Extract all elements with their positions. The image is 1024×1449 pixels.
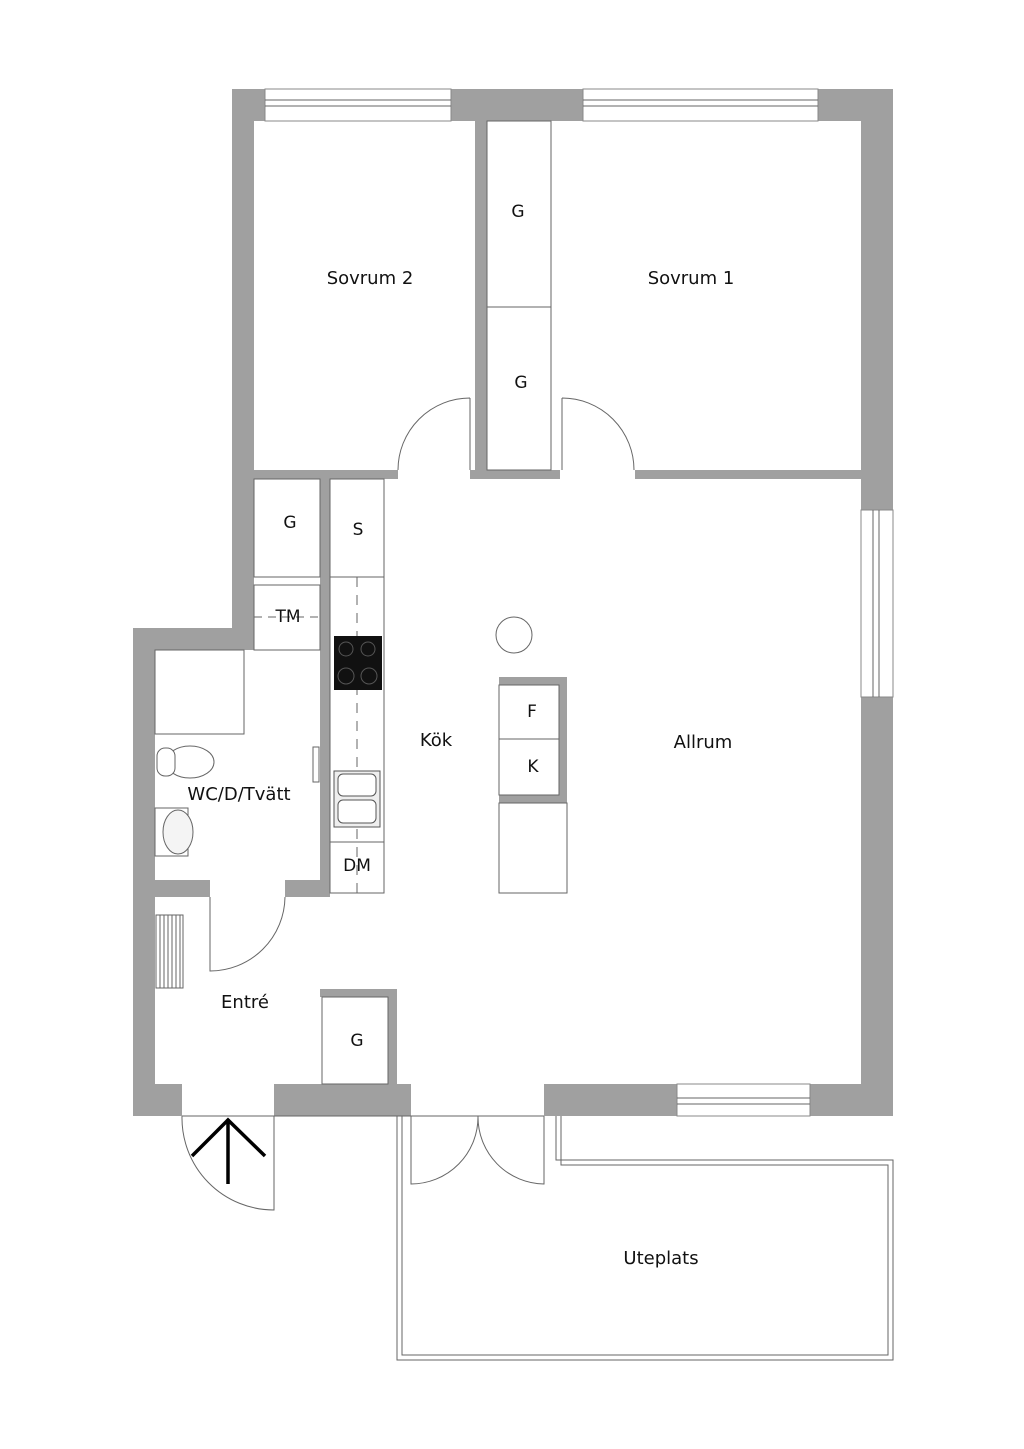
room-label-sovrum2: Sovrum 2 [327,268,414,289]
windows [264,88,894,1117]
closet-label: G [514,373,527,393]
tm-label: TM [274,607,300,627]
closet-label: G [511,202,524,222]
washbasin-icon [162,809,194,855]
terrace-outline [396,1116,894,1361]
doors [181,397,635,1211]
dishwasher-label: DM [343,856,371,876]
lamp-icon [495,616,533,654]
freezer-label: K [527,757,539,777]
entrance-arrow-icon [190,1117,267,1184]
closet-label: G [283,513,296,533]
room-label-allrum: Allrum [674,732,733,753]
storage-label: S [353,520,364,540]
room-label-uteplats: Uteplats [623,1248,698,1269]
room-label-entre: Entré [221,992,269,1013]
fridge-label: F [527,702,537,722]
fixtures [154,120,568,1085]
room-label-bath: WC/D/Tvätt [187,784,290,805]
room-label-kok: Kök [420,730,453,751]
radiator-icon [155,914,184,989]
closet-label: G [350,1031,363,1051]
room-label-sovrum1: Sovrum 1 [648,268,735,289]
